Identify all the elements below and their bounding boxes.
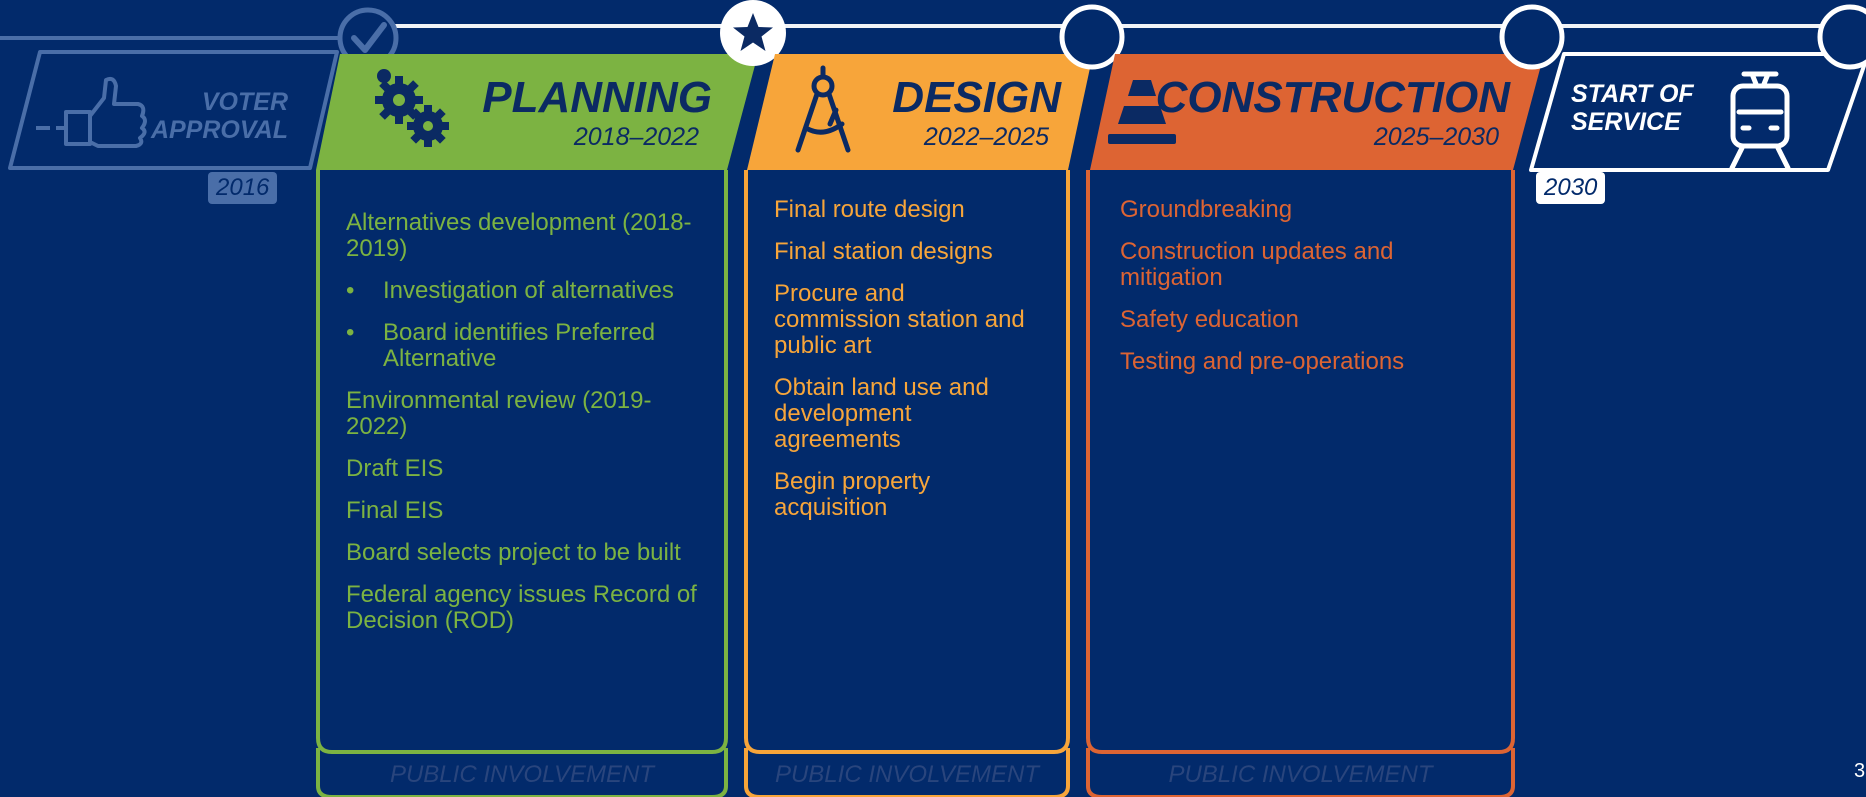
list-item: Begin property acquisition — [774, 468, 931, 521]
list-item: Safety education — [1120, 306, 1299, 333]
list-item: Obtain land use and development agreemen… — [774, 374, 989, 453]
train-icon — [1729, 71, 1791, 171]
gears-icon — [375, 69, 449, 147]
list-item: Alternatives development (2018-2019) — [346, 209, 692, 262]
construction-list: Groundbreaking Construction updates and … — [1120, 197, 1420, 391]
design-body — [744, 170, 1070, 754]
service-milestone — [1817, 4, 1866, 70]
construction-body — [1086, 170, 1515, 754]
voter-approval-banner — [8, 50, 339, 170]
list-item: Groundbreaking — [1120, 196, 1293, 223]
planning-footer-line — [316, 748, 728, 797]
star-icon — [733, 13, 773, 51]
traffic-cone-icon — [1108, 80, 1176, 144]
page-number: 3 — [1854, 760, 1866, 782]
list-item: Board selects project to be built — [346, 539, 681, 566]
list-item: Procure and commission station and publi… — [774, 280, 1025, 359]
list-item: Final EIS — [346, 497, 444, 524]
design-list: Final route design Final station designs… — [774, 197, 1034, 537]
list-item: Investigation of alternatives — [346, 278, 701, 305]
construction-header — [1090, 54, 1544, 170]
voter-approval-year: 2016 — [208, 172, 278, 204]
construction-public-involvement: PUBLIC INVOLVEMENT — [1168, 761, 1433, 788]
list-item: Testing and pre-operations — [1120, 348, 1405, 375]
planning-public-involvement: PUBLIC INVOLVEMENT — [389, 761, 655, 788]
voter-approval-label: VOTER APPROVAL — [150, 88, 288, 144]
list-item: Final route design — [774, 196, 965, 223]
planning-body — [316, 170, 728, 754]
planning-list: Alternatives development (2018-2019) Inv… — [346, 210, 701, 650]
list-item: Construction updates and mitigation — [1120, 238, 1394, 291]
planning-title: PLANNING — [482, 73, 712, 122]
start-of-service-year: 2030 — [1536, 172, 1606, 204]
design-years: 2022–2025 — [923, 123, 1049, 151]
checkmark-icon — [351, 22, 387, 53]
construction-title: CONSTRUCTION — [1155, 73, 1510, 122]
list-item: Board identifies Preferred Alternative — [346, 320, 701, 372]
construction-footer-line — [1086, 748, 1515, 797]
start-of-service-label: START OF SERVICE — [1571, 80, 1694, 136]
list-item: Final station designs — [774, 238, 993, 265]
design-title: DESIGN — [892, 73, 1061, 122]
design-footer-line — [744, 748, 1070, 797]
list-item: Environmental review (2019-2022) — [346, 387, 652, 440]
design-milestone — [1059, 4, 1125, 70]
list-item: Draft EIS — [346, 455, 444, 482]
construction-years: 2025–2030 — [1373, 123, 1499, 151]
list-item: Federal agency issues Record of Decision… — [346, 581, 697, 634]
design-public-involvement: PUBLIC INVOLVEMENT — [774, 761, 1040, 788]
start-of-service-banner — [1529, 52, 1866, 172]
thumbs-up-icon — [36, 76, 147, 148]
planning-years: 2018–2022 — [573, 123, 699, 151]
compass-icon — [795, 65, 851, 153]
construction-milestone — [1499, 4, 1565, 70]
